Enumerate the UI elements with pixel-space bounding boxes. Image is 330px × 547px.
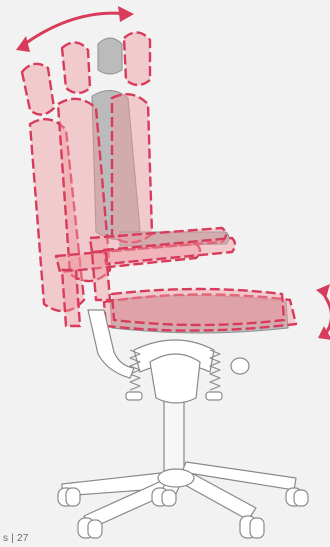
headrest-position-2 bbox=[62, 42, 90, 93]
caster-front-left bbox=[78, 518, 102, 538]
headrest-position-1 bbox=[22, 64, 54, 115]
spring-cap-left bbox=[126, 392, 142, 400]
caster-right bbox=[286, 488, 308, 506]
page-number: s | 27 bbox=[3, 533, 28, 544]
base-hub bbox=[158, 469, 194, 487]
armrest-post-1 bbox=[62, 270, 80, 326]
spring-cap-right bbox=[206, 392, 222, 400]
caster-front-right bbox=[240, 516, 264, 538]
seat-tilt-arrow bbox=[316, 284, 330, 340]
headrest-original bbox=[98, 38, 122, 74]
caster-left bbox=[58, 488, 80, 506]
headrest-position-3 bbox=[124, 32, 150, 85]
seat-mechanism bbox=[126, 340, 249, 403]
backrest-position-3 bbox=[112, 94, 152, 242]
caster-back bbox=[152, 488, 176, 506]
mechanism-body bbox=[150, 354, 200, 403]
adjustment-overlays bbox=[22, 32, 296, 330]
chair-base bbox=[62, 392, 296, 528]
tension-knob bbox=[231, 358, 249, 374]
seat-position-2 bbox=[112, 289, 284, 325]
armrest-post-2 bbox=[92, 252, 110, 300]
